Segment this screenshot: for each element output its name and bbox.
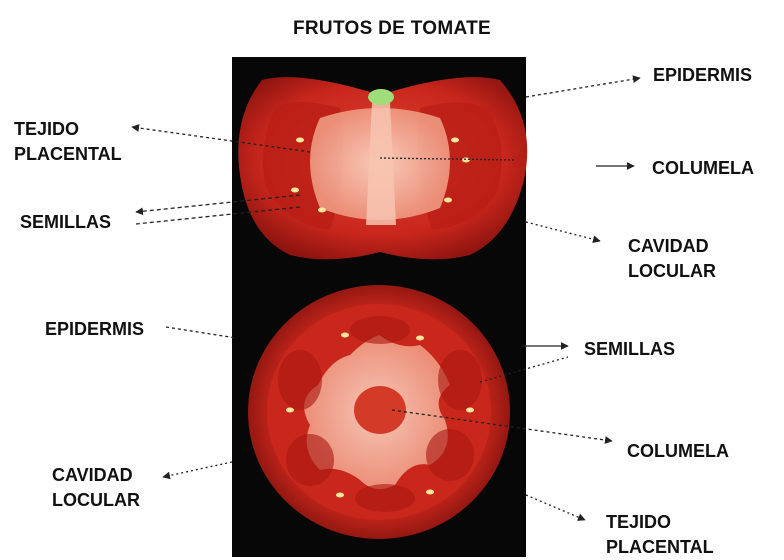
- label-top-cavidad-locular: CAVIDAD LOCULAR: [628, 234, 716, 284]
- label-top-tejido-placental-line-2: PLACENTAL: [14, 142, 122, 167]
- leader-bottom-tejido-placental: [526, 495, 585, 520]
- label-bottom-cavidad-locular: CAVIDAD LOCULAR: [52, 463, 140, 513]
- label-top-cavidad-locular-line-2: LOCULAR: [628, 259, 716, 284]
- label-bottom-cavidad-locular-line-2: LOCULAR: [52, 488, 140, 513]
- label-bottom-semillas: SEMILLAS: [584, 337, 675, 362]
- label-bottom-cavidad-locular-line-1: CAVIDAD: [52, 463, 140, 488]
- label-top-tejido-placental: TEJIDO PLACENTAL: [14, 117, 122, 167]
- label-bottom-tejido-placental: TEJIDO PLACENTAL: [606, 510, 714, 560]
- top-tomato-stem-scar: [368, 89, 394, 105]
- tomato-longitudinal-section: [238, 77, 527, 259]
- label-bottom-columela: COLUMELA: [627, 439, 729, 464]
- label-top-cavidad-locular-line-1: CAVIDAD: [628, 234, 716, 259]
- leader-bottom-epidermis: [166, 327, 236, 338]
- label-top-columela: COLUMELA: [652, 156, 754, 181]
- leader-top-epidermis: [526, 78, 640, 97]
- leader-top-cavidad-locular: [526, 222, 600, 241]
- label-bottom-epidermis: EPIDERMIS: [45, 317, 144, 342]
- leader-bottom-cavidad-locular: [163, 462, 232, 477]
- tomato-transverse-section: [248, 285, 510, 539]
- label-top-semillas: SEMILLAS: [20, 210, 111, 235]
- bottom-tomato-columela: [354, 386, 406, 434]
- label-bottom-tejido-placental-line-2: PLACENTAL: [606, 535, 714, 560]
- label-bottom-tejido-placental-line-1: TEJIDO: [606, 510, 714, 535]
- label-top-tejido-placental-line-1: TEJIDO: [14, 117, 122, 142]
- label-top-epidermis: EPIDERMIS: [653, 63, 752, 88]
